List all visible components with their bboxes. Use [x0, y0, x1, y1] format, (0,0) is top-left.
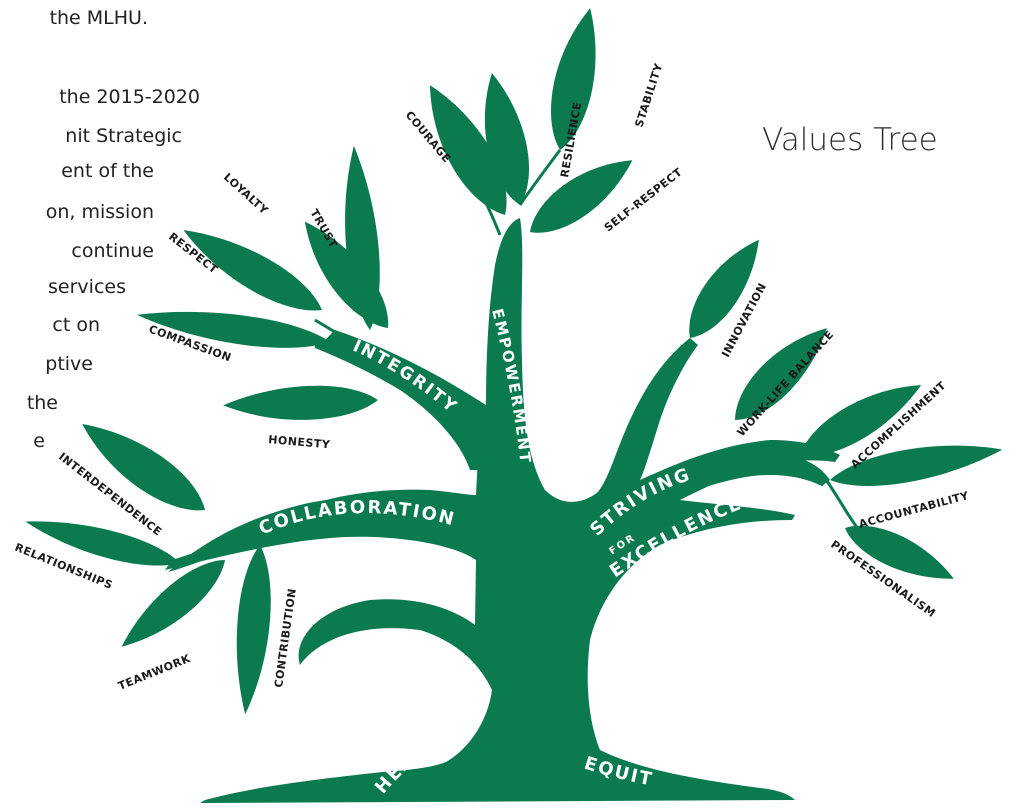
striving-branch [600, 454, 830, 530]
intro-line: ptive [45, 353, 93, 375]
twig [518, 149, 562, 206]
intro-line: nit Strategic [65, 125, 182, 147]
label-teamwork: TEAMWORK [116, 652, 192, 693]
label-stability: STABILITY [632, 61, 665, 129]
leaf-self-respect [519, 144, 643, 247]
label-loyalty: LOYALTY [221, 171, 271, 218]
intro-line: ct on [52, 314, 100, 336]
leaf-honesty [222, 383, 379, 423]
intro-line: services [48, 276, 126, 298]
collaboration-branch [168, 497, 372, 572]
tree-base [165, 218, 840, 803]
intro-line: on, mission [45, 201, 154, 223]
intro-line: e [33, 430, 45, 452]
intro-line: the MLHU. [49, 7, 148, 29]
leaf-relationships [21, 508, 184, 577]
intro-line: continue [71, 240, 154, 262]
intro-line: the [26, 392, 58, 414]
leaf-contribution [229, 543, 277, 716]
page-title: Values Tree [762, 122, 938, 158]
leaf-interdependence [70, 408, 216, 527]
label-accountability: ACCOUNTABILITY [857, 489, 970, 531]
integrity-branch [315, 338, 488, 470]
twig [314, 318, 346, 340]
tree-trunk-and-branches [165, 149, 872, 803]
intro-line: ent of the [61, 160, 154, 182]
label-contribution: CONTRIBUTION [272, 587, 299, 688]
label-honesty: HONESTY [268, 433, 332, 451]
intro-line: the 2015-2020 [59, 86, 200, 108]
